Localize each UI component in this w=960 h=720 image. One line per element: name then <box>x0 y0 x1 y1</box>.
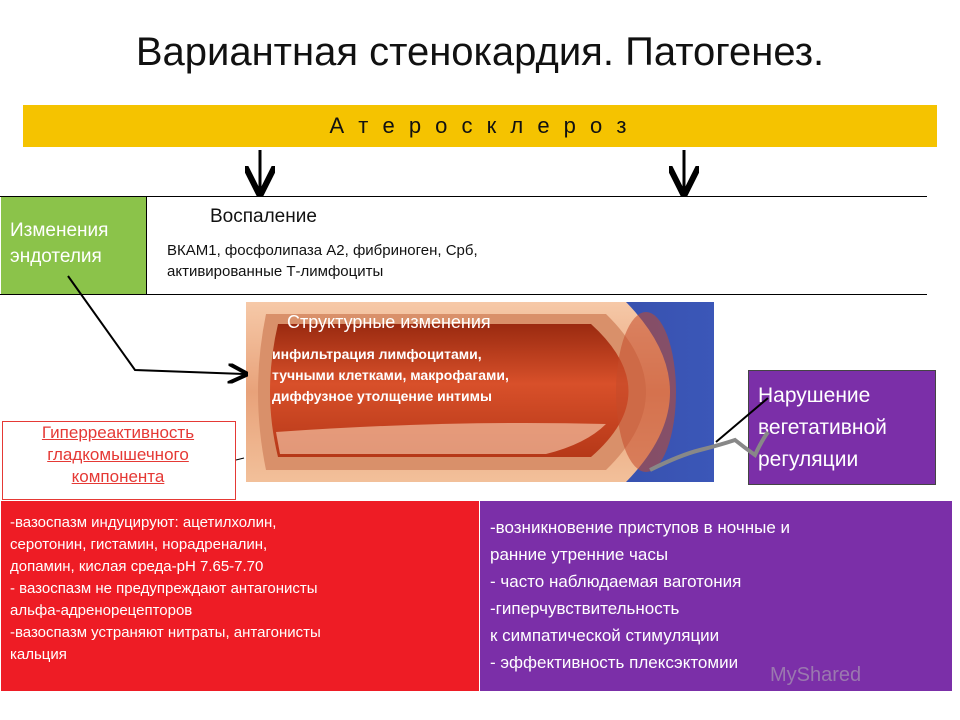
vasospasm-box <box>1 501 479 691</box>
vasospasm-line: допамин, кислая среда-рН 7.65-7.70 <box>10 558 264 575</box>
vasospasm-line: кальция <box>10 646 67 663</box>
vasospasm-line: серотонин, гистамин, норадреналин, <box>10 536 268 553</box>
hyperreactivity-label: Гиперреактивность гладкомышечного компон… <box>41 423 195 486</box>
vegetative-details-text: -возникновение приступов в ночные и ранн… <box>490 514 950 676</box>
arrow-hyperreactivity-structural <box>235 457 245 461</box>
watermark: MyShared <box>770 664 862 686</box>
vegetative-line: - часто наблюдаемая ваготония <box>490 572 742 591</box>
vasospasm-line: - вазоспазм не предупреждают антагонисты <box>10 580 318 597</box>
divider-top <box>0 196 927 197</box>
vegetative-details-box <box>480 501 952 691</box>
vasospasm-text: -вазоспазм индуцируют: ацетилхолин, серо… <box>10 512 475 666</box>
inflammation-text: ВКАМ1, фосфолипаза А2, фибриноген, Срб, … <box>167 242 478 280</box>
vegetative-label: Нарушение вегетативной регуляции <box>758 384 887 471</box>
vegetative-line: - эффективность плексэктомии <box>490 653 739 672</box>
structural-text: инфильтрация лимфоцитами, тучными клетка… <box>272 346 509 404</box>
vegetative-line: -гиперчувствительность <box>490 599 680 618</box>
vegetative-line: ранние утренние часы <box>490 545 669 564</box>
vegetative-line: -возникновение приступов в ночные и <box>490 518 790 537</box>
vegetative-line: к симпатической стимуляции <box>490 626 720 645</box>
vegetative-box <box>748 370 936 485</box>
divider-bottom <box>0 294 927 295</box>
hyperreactivity-box <box>2 421 236 500</box>
vasospasm-line: альфа-адренорецепторов <box>10 602 193 619</box>
atherosclerosis-bar: А т е р о с к л е р о з <box>23 105 937 147</box>
vessel-image <box>246 302 714 482</box>
inflammation-title: Воспаление <box>210 206 317 227</box>
endothelium-label: Изменения эндотелия <box>10 220 109 267</box>
atherosclerosis-label: А т е р о с к л е р о з <box>329 113 631 138</box>
page-title: Вариантная стенокардия. Патогенез. <box>135 30 825 74</box>
vasospasm-line: -вазоспазм индуцируют: ацетилхолин, <box>10 514 277 531</box>
structural-title: Структурные изменения <box>287 312 491 332</box>
vasospasm-line: -вазоспазм устраняют нитраты, антагонист… <box>10 624 321 641</box>
